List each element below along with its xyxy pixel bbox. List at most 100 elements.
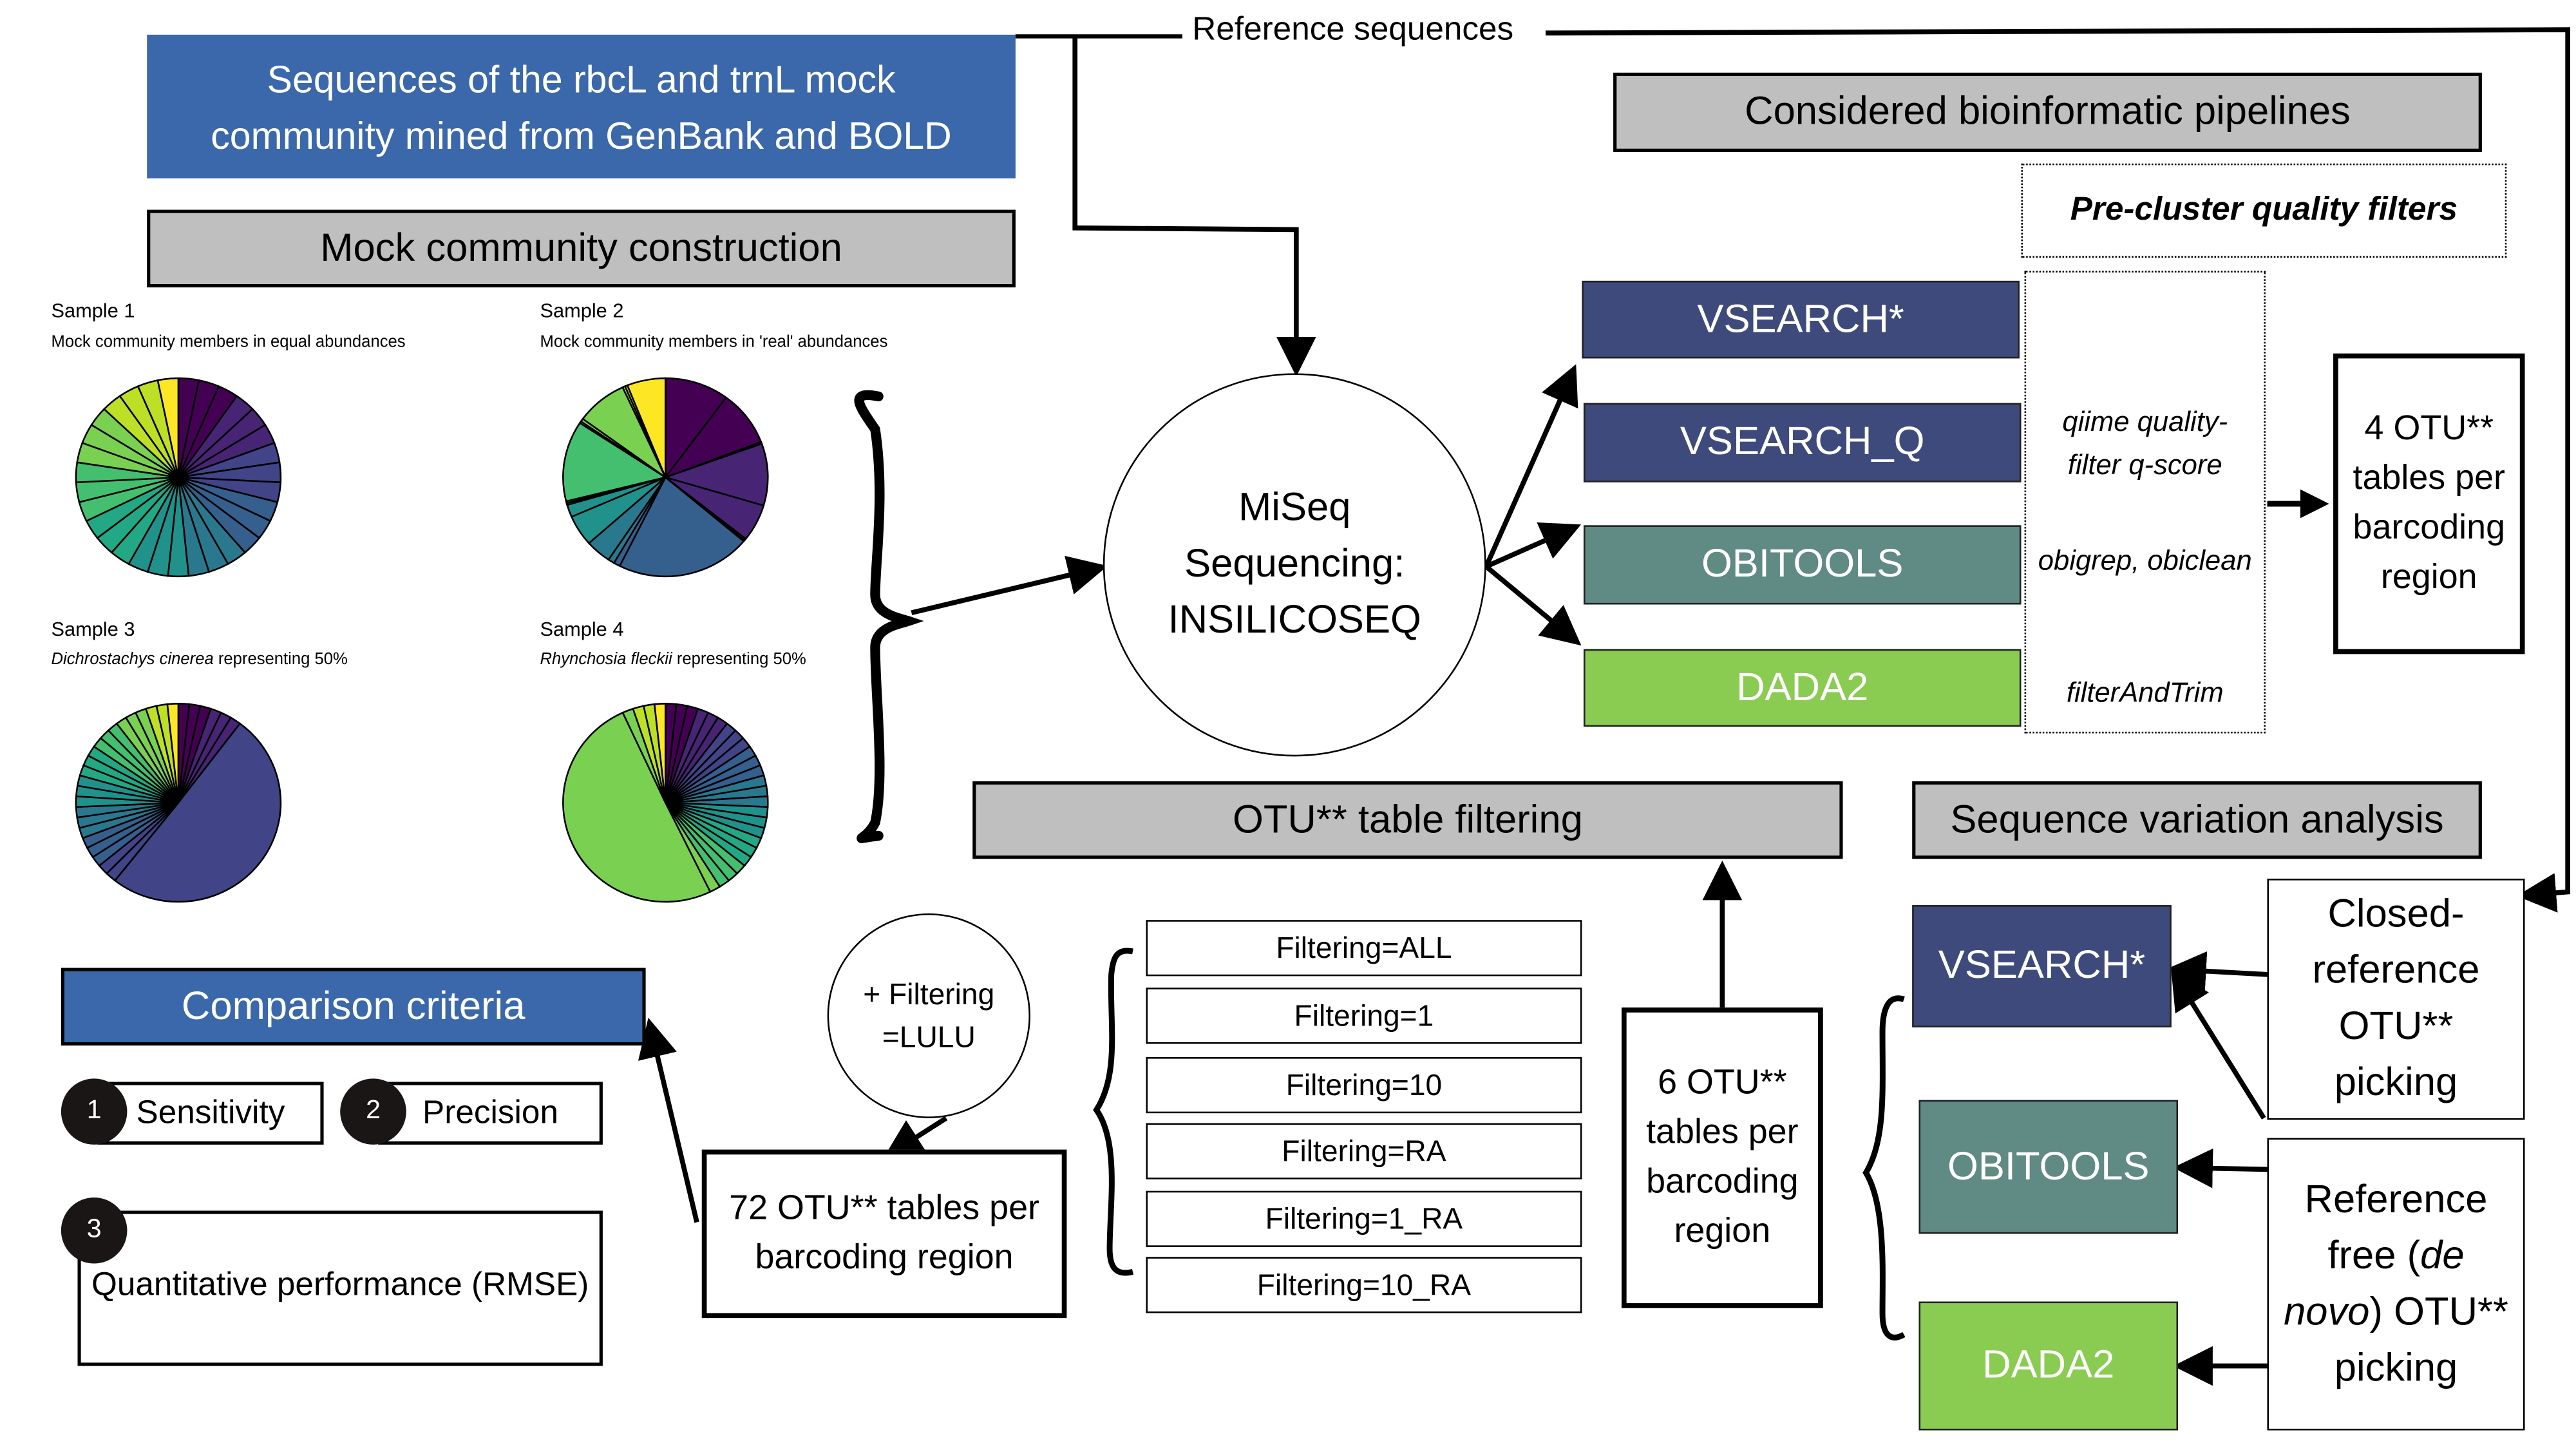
pie-slice [86,802,179,859]
pie-slice [128,477,180,573]
pie-slice [618,476,745,578]
arrow-to-72 [883,1116,948,1159]
line-4: region [1674,1212,1771,1251]
pie-slice [78,476,179,522]
seqvar-dada2: DADA2 [1918,1301,2179,1431]
line-1: 4 OTU** [2364,409,2494,448]
pie-slice [115,716,180,803]
pie-slice [178,441,281,479]
pie-slice [178,408,267,479]
six-otu-tables-box: 6 OTU** tables per barcoding region [1621,1007,1823,1308]
pipeline-obitools: OBITOOLS [1583,525,2022,605]
pie-slice [75,795,179,808]
lulu-line-1: + Filtering [863,977,995,1011]
pie-slice [665,795,769,808]
arrow-closed-to-vsearch-2 [2171,969,2266,1120]
pipeline-vsearch: VSEARCH* [1582,280,2020,359]
reference-sequences-label: Reference sequences [1189,11,1517,50]
pie-slice [82,754,179,804]
pie-slice [663,443,769,507]
species-name: Rhynchosia fleckii [540,651,672,669]
pie-slice [178,476,279,522]
pie-slice [665,722,737,804]
pie-slice [566,476,666,518]
pie-slice [118,385,180,478]
pie-slice [178,423,276,479]
pie-slice [665,711,719,803]
pie-slice [665,705,699,803]
pie-slice [177,377,200,478]
pie-slice [665,477,746,543]
prefilter-header: Pre-cluster quality filters [2021,163,2507,258]
pie-slice [113,722,282,903]
miseq-sequencing-node: MiSeq Sequencing: INSILICOSEQ [1103,373,1486,757]
pie-slice [107,722,179,804]
pie-slice [621,707,667,803]
pie-slice [78,801,179,839]
pie-slice [607,477,667,564]
sample-1-subtitle: Mock community members in equal abundanc… [51,333,406,352]
miseq-line-2: Sequencing: [1184,542,1405,587]
arrow-to-miseq [911,555,1108,616]
pie-slice [177,477,211,577]
seventy-two-otu-tables-box: 72 OTU** tables per barcoding region [701,1149,1067,1319]
brace-filters [1093,948,1134,1276]
filter-option: Filtering=1_RA [1146,1190,1582,1247]
pie-slice [665,737,752,804]
otu-filtering-header: OTU** table filtering [972,781,1843,859]
pie-slice [665,477,747,542]
pie-slice [177,711,232,803]
pie-slice [665,764,765,804]
pie-slice [665,377,728,480]
source-line-1: Sequences of the rbcL and trnL mock [267,57,896,100]
line-1: 6 OTU** [1658,1064,1787,1102]
line-4: region [2380,558,2477,596]
pie-slice [90,408,179,479]
species-name: Dichrostachys cinerea [51,651,214,669]
pie-slice [665,476,765,540]
pie-slice [146,477,180,577]
subtitle-rest: representing 50% [672,651,806,669]
number-badge-2: 2 [340,1078,406,1145]
filter-vsearch-q: qiime quality- filter q-score [2025,401,2266,487]
pie-slice [75,785,179,804]
pie-slice [156,377,180,478]
pie-slice [623,384,667,478]
pie-slice [582,386,668,480]
criterion-rmse: Quantitative performance (RMSE) [77,1210,603,1366]
pipelines-header: Considered bioinformatic pipelines [1613,72,2482,152]
pie-slice [653,703,667,803]
pie-slice [177,703,191,803]
pie-slice [177,394,254,478]
lulu-filtering-node: + Filtering =LULU [827,913,1030,1118]
filter-option: Filtering=ALL [1146,920,1582,977]
comparison-criteria-header: Comparison criteria [61,968,646,1046]
pie-slice [562,711,712,903]
pie-slice [665,802,721,893]
pie-slice [81,801,179,849]
brace-seqvar [1862,995,1906,1340]
arrow-to-comparison [638,1017,699,1223]
pie-slice [665,745,757,804]
pie-slice [75,801,179,819]
italic-text: novo [2284,1289,2370,1334]
pie-slice [85,476,179,539]
pie-slice [98,802,179,875]
sample-2-title: Sample 2 [540,299,624,322]
lulu-line-2: =LULU [882,1020,976,1054]
pie-slice [632,705,667,803]
line-1: Closed- [2327,892,2465,937]
sample-3-subtitle: Dichrostachys cinerea representing 50% [51,651,347,669]
pie-slice [76,774,179,804]
pie-slice [663,396,762,479]
pie-slice [665,801,768,829]
line-3: OTU** [2338,1004,2454,1049]
pie-slice [177,707,222,803]
pie-slice [626,377,667,478]
line-1: 72 OTU** tables per [729,1189,1040,1228]
source-line-2: community mined from GenBank and BOLD [211,113,952,157]
filter-option: Filtering=RA [1146,1123,1582,1179]
pie-slice [177,716,242,803]
arrow-to-vsearch [1484,364,1578,568]
